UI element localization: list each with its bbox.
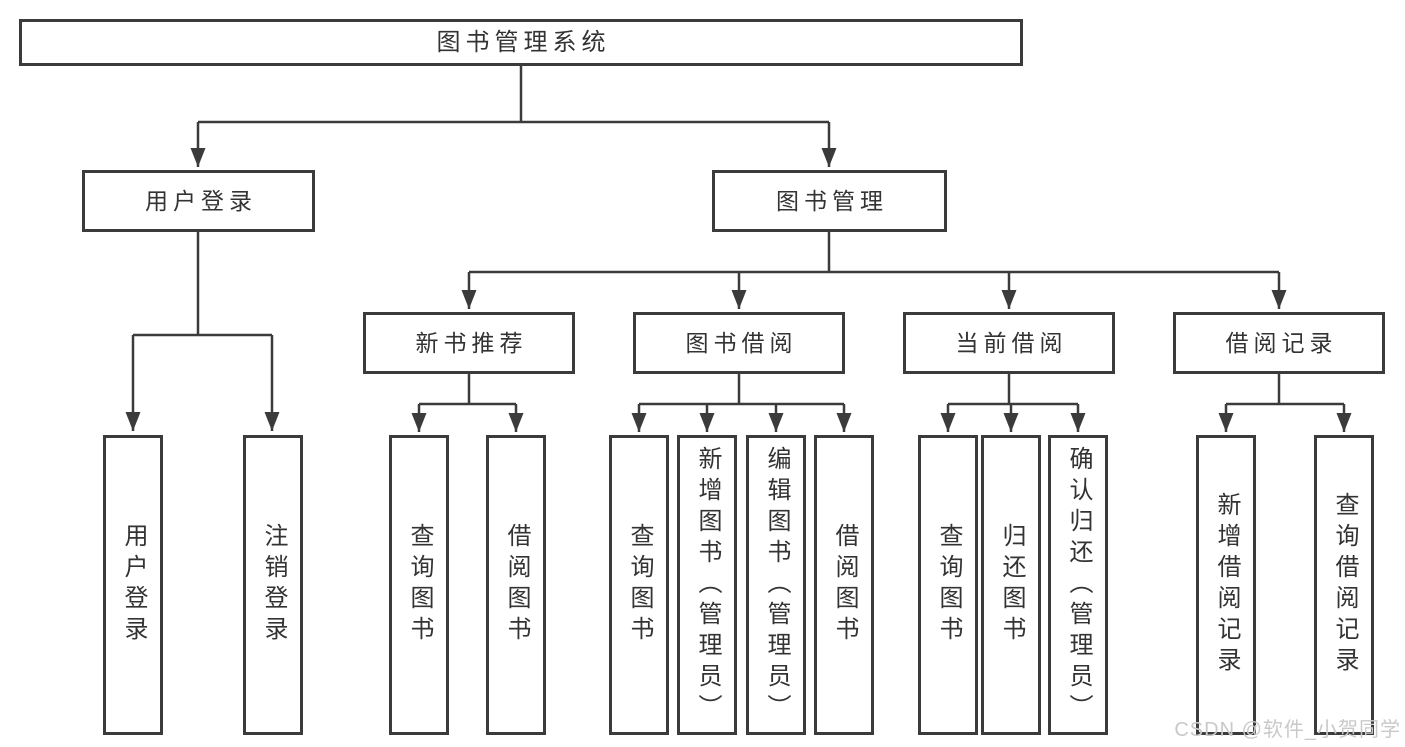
leaf-query-books: 查询图书 [609,435,669,735]
node-label: 查询图书 [935,523,962,647]
node-label: 新书推荐 [415,329,528,356]
node-label: 查询图书 [406,523,433,647]
node-label: 确认归还（管理员） [1065,445,1092,725]
node-label: 借阅图书 [831,523,858,647]
connector-book-mgmt-branch [461,232,1287,309]
connector-borrow-records-branch [1218,374,1352,432]
leaf-add-borrow-record: 新增借阅记录 [1196,435,1256,735]
leaf-user-login: 用户登录 [103,435,163,735]
leaf-edit-books-admin: 编辑图书（管理员） [746,435,806,735]
node-label: 查询借阅记录 [1331,492,1358,678]
node-label: 新增图书（管理员） [694,445,721,725]
node-user-login: 用户登录 [82,170,315,232]
node-new-book-recommend: 新书推荐 [363,312,575,374]
node-label: 归还图书 [998,523,1025,647]
leaf-borrow-books-recommend: 借阅图书 [486,435,546,735]
node-label: 用户登录 [145,187,257,214]
node-label: 查询图书 [626,523,653,647]
node-label: 当前借阅 [955,329,1068,356]
leaf-confirm-return-admin: 确认归还（管理员） [1048,435,1108,735]
connector-current-borrow-branch [940,374,1086,432]
connector-book-borrow-branch [631,374,852,432]
connector-root-branch [190,66,837,167]
leaf-return-books: 归还图书 [981,435,1041,735]
node-book-borrowing: 图书借阅 [633,312,845,374]
node-label: 借阅图书 [503,523,530,647]
leaf-query-books-current: 查询图书 [918,435,978,735]
node-label: 图书管理系统 [436,28,611,56]
csdn-watermark: CSDN @软件_小贺同学 [1174,719,1401,741]
leaf-borrow-books: 借阅图书 [814,435,874,735]
node-borrowing-records: 借阅记录 [1173,312,1385,374]
node-label: 用户登录 [120,523,147,647]
leaf-add-books-admin: 新增图书（管理员） [677,435,737,735]
node-label: 注销登录 [260,523,287,647]
node-label: 新增借阅记录 [1213,492,1240,678]
node-label: 图书管理 [776,187,888,214]
connector-user-login-branch [125,232,280,431]
leaf-query-borrow-record: 查询借阅记录 [1314,435,1374,735]
node-library-management-system: 图书管理系统 [19,19,1023,66]
node-book-management: 图书管理 [712,170,947,232]
leaf-logout: 注销登录 [243,435,303,735]
node-label: 图书借阅 [685,329,798,356]
leaf-query-books-recommend: 查询图书 [389,435,449,735]
node-label: 编辑图书（管理员） [763,445,790,725]
connector-new-books-branch [411,374,524,432]
node-current-borrowing: 当前借阅 [903,312,1115,374]
node-label: 借阅记录 [1225,329,1338,356]
